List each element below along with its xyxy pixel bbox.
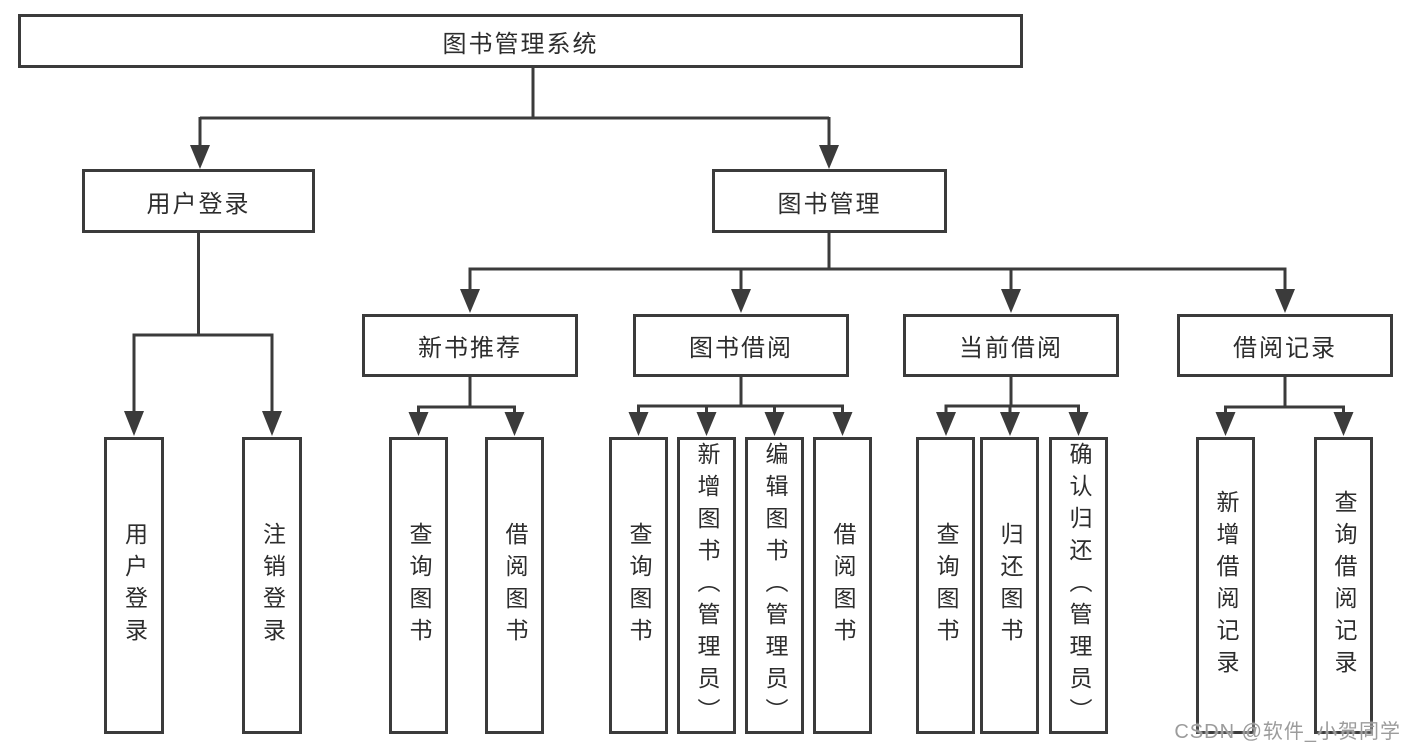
leaf-label: 查询图书 xyxy=(406,521,432,650)
node-book-management: 图书管理 xyxy=(712,169,947,233)
node-label: 图书借阅 xyxy=(689,335,793,362)
node-label: 当前借阅 xyxy=(959,335,1063,362)
leaf-add-borrow-record: 新增借阅记录 xyxy=(1196,437,1255,734)
leaf-user-login: 用户登录 xyxy=(104,437,164,734)
leaf-label: 用户登录 xyxy=(121,521,148,650)
leaf-query-borrow-record: 查询借阅记录 xyxy=(1314,437,1373,734)
node-book-borrow: 图书借阅 xyxy=(633,314,849,377)
leaf-edit-books-admin: 编辑图书（管理员） xyxy=(745,437,804,734)
node-borrow-records: 借阅记录 xyxy=(1177,314,1393,377)
node-current-borrow: 当前借阅 xyxy=(903,314,1119,377)
leaf-logout: 注销登录 xyxy=(242,437,302,734)
node-label: 图书管理系统 xyxy=(442,30,599,58)
node-user-login: 用户登录 xyxy=(82,169,315,233)
leaf-borrow-books: 借阅图书 xyxy=(485,437,544,734)
leaf-label: 归还图书 xyxy=(997,521,1023,650)
leaf-label: 借阅图书 xyxy=(502,521,528,650)
leaf-label: 借阅图书 xyxy=(830,521,856,650)
leaf-label: 查询图书 xyxy=(933,521,959,650)
leaf-label: 新增借阅记录 xyxy=(1213,489,1239,682)
leaf-add-books-admin: 新增图书（管理员） xyxy=(677,437,736,734)
leaf-label: 新增图书（管理员） xyxy=(694,441,720,730)
leaf-confirm-return-admin: 确认归还（管理员） xyxy=(1049,437,1108,734)
node-new-book-recommend: 新书推荐 xyxy=(362,314,578,377)
leaf-query-books: 查询图书 xyxy=(389,437,448,734)
node-library-management-system: 图书管理系统 xyxy=(18,14,1023,68)
node-label: 图书管理 xyxy=(777,190,882,218)
leaf-return-books: 归还图书 xyxy=(980,437,1039,734)
leaf-label: 查询图书 xyxy=(626,521,652,650)
leaf-borrow-books-2: 借阅图书 xyxy=(813,437,872,734)
leaf-label: 查询借阅记录 xyxy=(1331,489,1357,682)
node-label: 新书推荐 xyxy=(418,335,522,362)
leaf-label: 确认归还（管理员） xyxy=(1066,441,1092,730)
leaf-query-books-3: 查询图书 xyxy=(916,437,975,734)
node-label: 借阅记录 xyxy=(1233,335,1337,362)
watermark: CSDN @软件_小贺同学 xyxy=(1174,721,1401,743)
leaf-label: 注销登录 xyxy=(259,521,286,650)
node-label: 用户登录 xyxy=(146,190,251,218)
leaf-label: 编辑图书（管理员） xyxy=(762,441,788,730)
leaf-query-books-2: 查询图书 xyxy=(609,437,668,734)
